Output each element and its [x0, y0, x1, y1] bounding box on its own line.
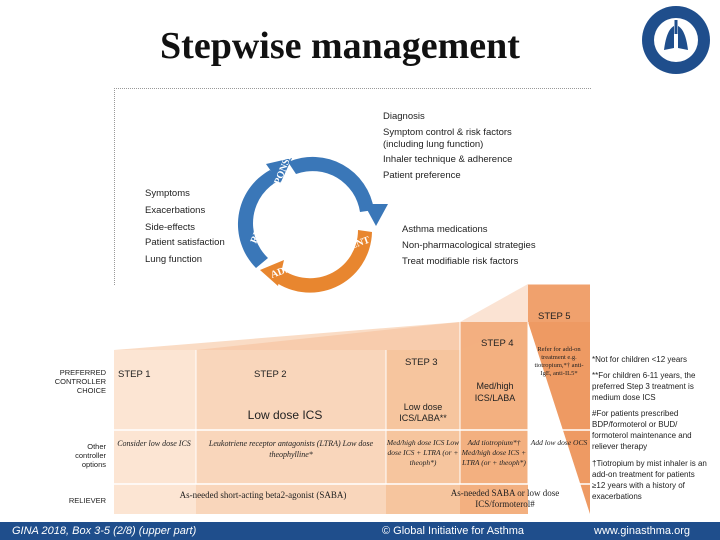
step4-other: Add tiotropium*† Med/high dose ICS + LTR… — [461, 438, 527, 467]
row-label-preferred: PREFERRED CONTROLLER CHOICE — [54, 368, 106, 395]
note-tiotropium: †Tiotropium by mist inhaler is an add-on… — [592, 459, 707, 501]
note-children-6-11: **For children 6-11 years, the preferred… — [592, 371, 696, 402]
cycle-item-symptoms: Symptoms — [145, 188, 190, 199]
cycle-item-diagnosis: Diagnosis — [383, 111, 425, 122]
assess-arc — [288, 156, 374, 212]
step3-block — [386, 350, 460, 514]
step3-label: STEP 3 — [405, 357, 438, 368]
step1-label: STEP 1 — [118, 369, 151, 380]
cycle-item-satisfaction: Patient satisfaction — [145, 237, 225, 248]
cycle-item-exacerbations: Exacerbations — [145, 205, 206, 216]
step1-other: Consider low dose ICS — [117, 439, 191, 448]
reliever-steps-3-5: As-needed SABA or low dose ICS/formotero… — [450, 488, 560, 509]
review-arrowhead — [266, 158, 292, 184]
reliever-steps-1-2: As-needed short-acting beta2-agonist (SA… — [179, 490, 347, 500]
cycle-item-medications: Asthma medications — [402, 224, 488, 235]
step5-other: Add low dose OCS — [530, 438, 588, 447]
footer-website: www.ginasthma.org — [594, 525, 690, 537]
cycle-item-preference: Patient preference — [383, 170, 461, 181]
gina-logo — [642, 6, 710, 74]
cycle-item-side-effects: Side-effects — [145, 222, 195, 233]
row-label-other: Other controller options — [75, 442, 106, 469]
step3-other: Med/high dose ICS Low dose ICS + LTRA (o… — [386, 438, 460, 467]
page-title: Stepwise management — [160, 25, 520, 67]
step2-label: STEP 2 — [254, 369, 287, 380]
review-arc — [237, 170, 280, 268]
cycle-item-risk-factors: Treat modifiable risk factors — [402, 256, 519, 267]
step5-block — [528, 284, 590, 514]
note-bdp-bud: #For patients prescribed BDP/formoterol … — [592, 409, 692, 451]
cycle-panel — [114, 88, 591, 285]
step5-label: STEP 5 — [538, 311, 571, 322]
cycle-item-inhaler: Inhaler technique & adherence — [383, 154, 513, 165]
adjust-arrowhead — [260, 260, 284, 286]
footer-source: GINA 2018, Box 3-5 (2/8) (upper part) — [12, 525, 197, 537]
step3-preferred: Low dose ICS/LABA** — [399, 402, 447, 423]
step2-block — [196, 350, 386, 514]
row-label-reliever: RELIEVER — [68, 496, 106, 505]
step2-preferred: Low dose ICS — [247, 408, 323, 422]
assess-arrowhead — [364, 204, 388, 226]
step2-other: Leukotriene receptor antagonists (LTRA) … — [208, 439, 374, 459]
assess-adjust-review-cycle: ASSESS ADJUST TREATMENT REVIEW RESPONSE — [237, 151, 388, 293]
note-not-children: *Not for children <12 years — [592, 355, 687, 364]
cycle-item-lung-function: Lung function — [145, 254, 203, 265]
step1-block — [114, 350, 196, 514]
step5-preferred: Refer for add-on treatment e.g. tiotropi… — [534, 346, 584, 377]
step4-preferred: Med/high ICS/LABA — [474, 381, 516, 403]
step4-block — [460, 322, 528, 514]
step4-label: STEP 4 — [481, 338, 514, 349]
cycle-item-non-pharm: Non-pharmacological strategies — [402, 240, 536, 251]
footer-bar: GINA 2018, Box 3-5 (2/8) (upper part) © … — [0, 522, 720, 540]
adjust-arc — [270, 230, 372, 293]
footer-copyright: © Global Initiative for Asthma — [382, 525, 525, 537]
cycle-item-symptom-control: Symptom control & risk factors (includin… — [383, 127, 512, 150]
